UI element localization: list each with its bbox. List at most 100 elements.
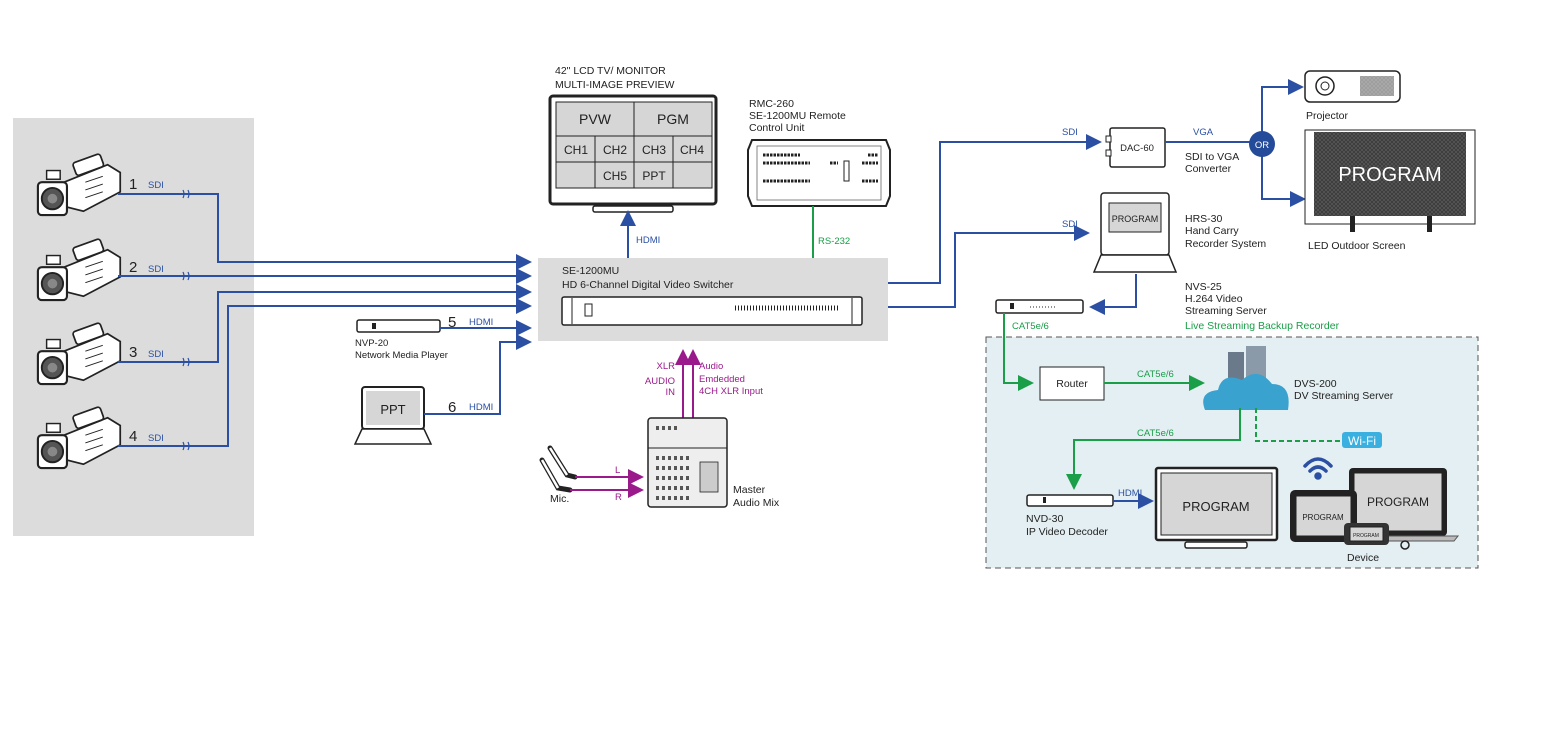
xlr-label-2: AUDIO [645,376,675,387]
streamer-link-label: CAT5e/6 [1012,321,1049,332]
camera-4-number: 4 [129,428,137,445]
cable-break-marks [182,189,190,451]
switcher-desc: HD 6-Channel Digital Video Switcher [562,279,734,291]
device-phone-screen: PROGRAM [1353,533,1379,539]
projector [1304,70,1401,103]
server-to-decoder-cable [1066,408,1241,490]
streamer-name: NVS-25 [1185,281,1222,293]
player-desc: Network Media Player [355,350,448,361]
recorder-desc-2: Recorder System [1185,238,1266,250]
recorder-in-label: SDI [1062,219,1078,230]
server-link-label: CAT5e/6 [1137,428,1174,439]
dac-60-converter [1105,127,1166,168]
sdi-to-recorder-cable [888,225,1090,308]
converter-desc-2: Converter [1185,163,1232,175]
remote-desc-2: Control Unit [749,122,805,134]
device-tablet-screen: PROGRAM [1302,513,1344,522]
tv-screen: PROGRAM [1182,499,1249,514]
recorder-screen: PROGRAM [1112,214,1159,224]
laptop-hdmi-label: HDMI [469,402,493,413]
camera-1-number: 1 [129,176,137,193]
streamer-desc-1: H.264 Video [1185,293,1243,305]
player-hdmi-label: HDMI [469,317,493,328]
decoder-hdmi-label: HDMI [1118,488,1142,499]
camera-4-signal: SDI [148,433,164,444]
led-label: LED Outdoor Screen [1308,240,1406,252]
remote-name: RMC-260 [749,98,794,110]
wifi-icon [1303,457,1333,480]
camera-2-signal: SDI [148,264,164,275]
monitor-cell: CH1 [564,143,588,157]
monitor-cell: CH3 [642,143,666,157]
sdi-to-converter-cable [888,134,1102,284]
ppt-laptop [353,386,433,445]
hrs-30-recorder [1092,192,1178,273]
laptop-screen: PPT [380,402,405,417]
remote-desc-1: SE-1200MU Remote [749,110,846,122]
audio-mixer [647,417,728,508]
program-tv [1154,466,1279,549]
monitor-pgm: PGM [657,111,689,127]
wifi-label: Wi-Fi [1348,434,1376,448]
monitor-title-2: MULTI-IMAGE PREVIEW [555,79,674,91]
recorder-name: HRS-30 [1185,213,1223,225]
nvs-25-streaming-server [995,299,1084,314]
camera-3-signal: SDI [148,349,164,360]
device-label: Device [1347,552,1379,564]
wifi-badge [1342,432,1382,448]
streamer-note: Live Streaming Backup Recorder [1185,320,1340,332]
mic-label: Mic. [550,493,569,505]
player-name: NVP-20 [355,338,388,349]
monitor-cell: CH4 [680,143,704,157]
vga-label: VGA [1193,127,1214,138]
to-projector-cable [1261,79,1304,132]
led-screen-text: PROGRAM [1338,164,1441,186]
recorder-to-streamer-cable [1089,274,1137,315]
camera-1-signal: SDI [148,180,164,191]
xlr-label-3: IN [666,387,676,398]
mixer-label-1: Master [733,484,766,496]
led-outdoor-screen [1304,129,1476,232]
monitor-title-1: 42" LCD TV/ MONITOR [555,65,666,77]
camera-4-cable [118,298,532,447]
laptop-hdmi-cable [424,334,532,415]
or-label: OR [1255,140,1269,151]
converter-name: DAC-60 [1120,143,1154,154]
mixer-label-2: Audio Mix [733,497,780,509]
remote-rs232-label: RS-232 [818,236,850,247]
or-badge [1249,131,1275,157]
streamer-desc-2: Streaming Server [1185,305,1267,317]
wifi-link [1255,408,1342,442]
decoder-name: NVD-30 [1026,513,1064,525]
switcher-device [561,296,863,326]
to-led-cable [1261,156,1306,207]
streamer-to-router-cable [1003,313,1034,391]
converter-desc-1: SDI to VGA [1185,151,1239,163]
camera-2-number: 2 [129,259,137,276]
projector-label: Projector [1306,110,1349,122]
router-link-label: CAT5e/6 [1137,369,1174,380]
network-media-player [356,319,441,333]
camera-1-cable [118,193,532,270]
recorder-desc-1: Hand Carry [1185,225,1239,237]
embedded-label-1: Audio [699,361,723,372]
camera-3-cable [118,284,532,363]
xlr-label-1: XLR [657,361,676,372]
multiview-monitor [548,94,718,213]
laptop-number: 6 [448,399,456,416]
player-number: 5 [448,314,456,331]
server-name: DVS-200 [1294,378,1337,390]
monitor-hdmi-label: HDMI [636,235,660,246]
mic-right-label: R [615,492,622,503]
embedded-label-3: 4CH XLR Input [699,386,763,397]
client-devices [1290,468,1460,550]
camera-3-number: 3 [129,344,137,361]
cloud-server-icon [1203,346,1289,410]
converter-in-label: SDI [1062,127,1078,138]
monitor-cell: PPT [642,169,666,183]
device-laptop-screen: PROGRAM [1367,495,1429,509]
monitor-pvw: PVW [579,111,612,127]
mic-left-label: L [615,465,620,476]
monitor-cell: CH5 [603,169,627,183]
